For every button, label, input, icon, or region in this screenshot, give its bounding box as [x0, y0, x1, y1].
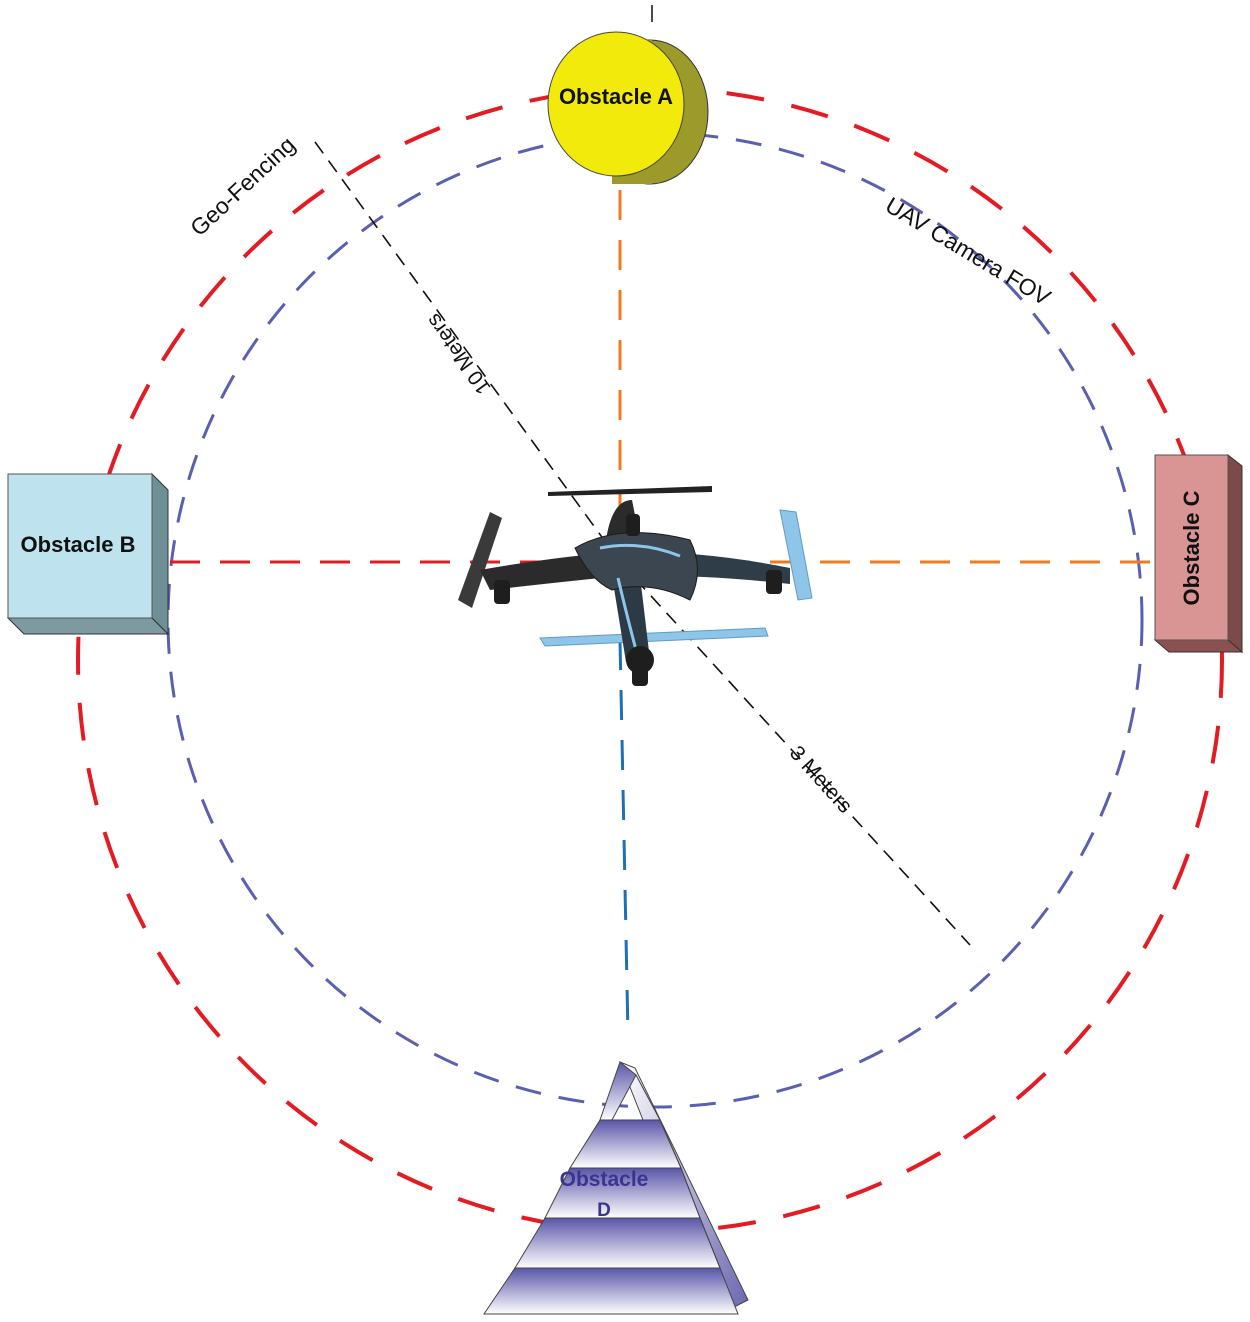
geofence-label: Geo-Fencing [185, 131, 300, 241]
quadcopter-drone-icon [458, 486, 813, 686]
obstacle-a: Obstacle A [547, 31, 709, 185]
obstacle-c-label: Obstacle C [1179, 490, 1204, 605]
obstacle-d-label-line2: D [597, 1200, 611, 1221]
obstacle-b-label: Obstacle B [21, 532, 136, 557]
geofence-circle [76, 86, 1224, 1234]
obstacle-d: Obstacle D [483, 1061, 749, 1315]
fov-label: UAV Camera FOV [881, 192, 1056, 311]
obstacle-b: Obstacle B [6, 472, 170, 636]
obstacle-a-label: Obstacle A [559, 84, 673, 109]
obstacle-d-label-line1: Obstacle [560, 1168, 649, 1191]
radius-line-outer [314, 141, 621, 563]
obstacle-c: Obstacle C [1153, 453, 1244, 654]
radius-outer-label: 10 Meters [422, 309, 495, 398]
line-to-obstacle-d [618, 639, 630, 1036]
radius-line-inner [619, 561, 971, 946]
radius-inner-label: 3 Meters [785, 742, 857, 818]
